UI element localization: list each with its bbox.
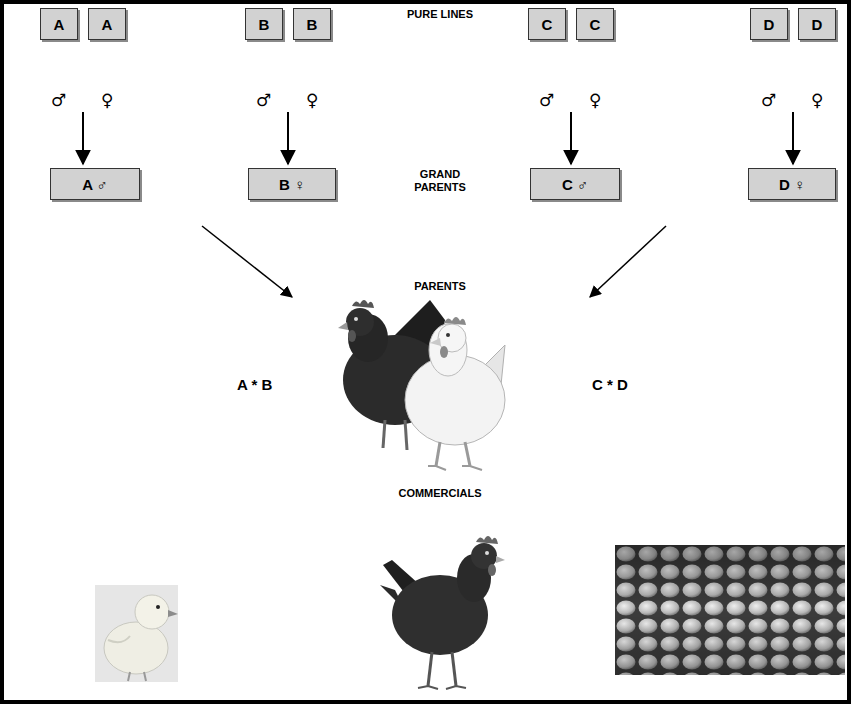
box-label: C [542, 16, 553, 33]
sex-symbol: ♂ [761, 90, 776, 110]
sex-symbol: ♀ [101, 90, 113, 110]
stage-label: PARENTS [397, 280, 483, 293]
sex-symbol: ♂ [51, 90, 66, 110]
box-label: B ♀ [279, 176, 305, 193]
sex-symbol: ♂ [256, 90, 271, 110]
sex-symbol: ♂ [539, 90, 554, 110]
stage-label: A * B [237, 376, 272, 393]
sex-symbol: ♀ [306, 90, 318, 110]
box-label: A [54, 16, 65, 33]
pure-line-box: C [528, 8, 566, 40]
box-label: C [590, 16, 601, 33]
sex-symbol: ♀ [811, 90, 823, 110]
box-label: B [307, 16, 318, 33]
sex-symbol: ♀ [589, 90, 601, 110]
box-label: A [102, 16, 113, 33]
pure-line-box: D [798, 8, 836, 40]
grandparent-box: D ♀ [748, 168, 836, 200]
pure-line-box: A [88, 8, 126, 40]
box-label: B [259, 16, 270, 33]
grandparent-box: C ♂ [530, 168, 620, 200]
pure-line-box: D [750, 8, 788, 40]
pure-line-box: A [40, 8, 78, 40]
stage-label: COMMERCIALS [397, 487, 483, 500]
box-label: D [764, 16, 775, 33]
box-label: D [812, 16, 823, 33]
stage-label: GRAND PARENTS [397, 168, 483, 194]
box-label: D ♀ [779, 176, 805, 193]
box-label: A ♂ [82, 176, 108, 193]
grandparent-box: A ♂ [50, 168, 140, 200]
grandparent-box: B ♀ [248, 168, 336, 200]
pure-line-box: C [576, 8, 614, 40]
box-label: C ♂ [562, 176, 588, 193]
pure-line-box: B [293, 8, 331, 40]
pure-line-box: B [245, 8, 283, 40]
stage-label: PURE LINES [397, 8, 483, 21]
stage-label: C * D [592, 376, 628, 393]
